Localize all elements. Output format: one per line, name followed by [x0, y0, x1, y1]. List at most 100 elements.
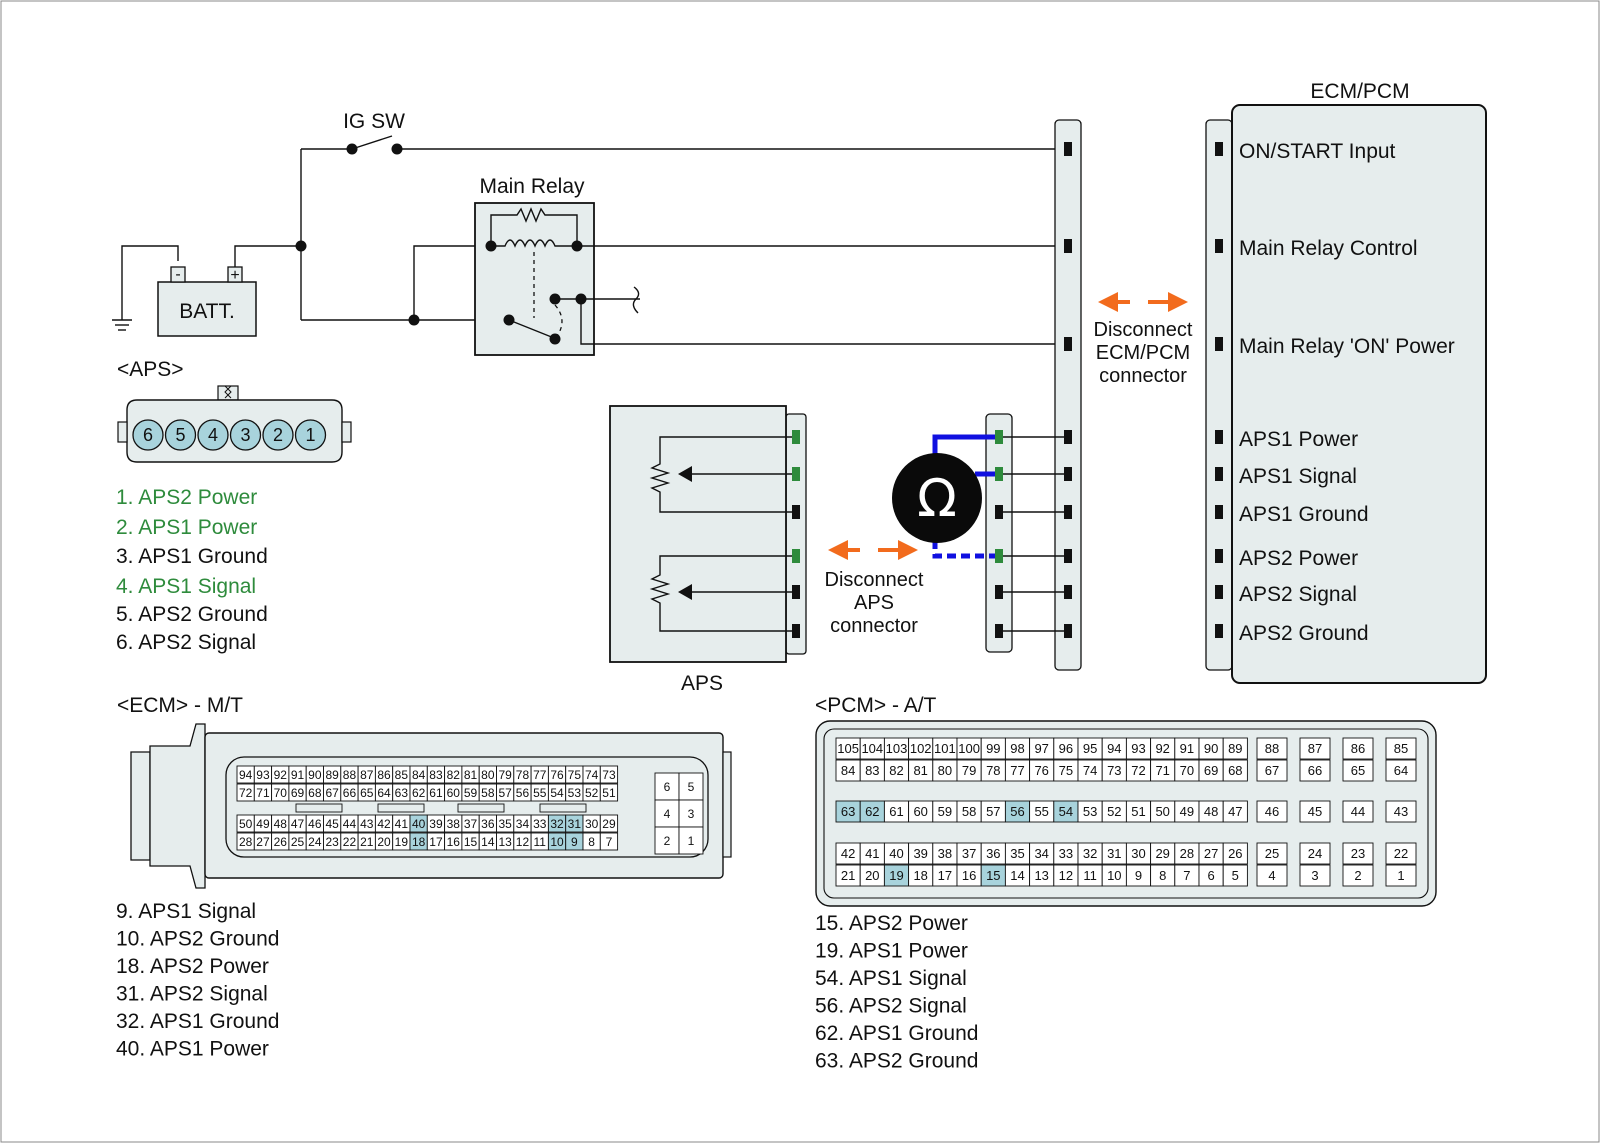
pin-cell — [1222, 737, 1248, 760]
ecm-terminal-label: APS1 Power — [1239, 428, 1358, 451]
pin-number: 49 — [1180, 804, 1194, 819]
pin-cell — [678, 772, 704, 801]
aps-face-pin — [197, 419, 229, 451]
aps-face-pin — [132, 419, 164, 451]
disconnect-aps: Disconnect APS connector — [825, 540, 924, 637]
ohm-symbol: Ω — [917, 469, 957, 529]
pin-cell — [1222, 842, 1248, 865]
pin-number: 82 — [447, 768, 461, 782]
pin-number: 62 — [412, 786, 426, 800]
pin-number: 89 — [1228, 741, 1242, 756]
pin-number: 18 — [913, 868, 927, 883]
pin-number: 16 — [447, 835, 461, 849]
pin-cell — [1256, 800, 1288, 823]
aps-face-pin-number: 1 — [305, 425, 315, 445]
pin-number: 20 — [865, 868, 879, 883]
key-slot — [539, 803, 587, 813]
disconnect-ecm: Disconnect ECM/PCM connector — [1094, 292, 1193, 387]
pin-number: 60 — [447, 786, 461, 800]
ig-switch-label: IG SW — [343, 110, 405, 133]
pin-number: 46 — [308, 817, 322, 831]
pin-cell — [1299, 737, 1331, 760]
aps-face-pin-number: 5 — [175, 425, 185, 445]
pin-number: 17 — [429, 835, 443, 849]
ground-icon — [112, 319, 132, 331]
pin-cell — [1342, 737, 1374, 760]
disconnect-ecm-line3: connector — [1099, 365, 1187, 387]
pin-number: 52 — [1107, 804, 1121, 819]
pin-number: 74 — [585, 768, 599, 782]
pin-number: 28 — [239, 835, 253, 849]
pin-number: 21 — [360, 835, 374, 849]
aps-connector-title: <APS> — [117, 358, 184, 381]
pin-number: 60 — [913, 804, 927, 819]
aps-sensor-label: APS — [681, 672, 723, 695]
pin-number: 1 — [688, 834, 695, 848]
pin-number: 46 — [1265, 804, 1279, 819]
pin-number: 12 — [516, 835, 530, 849]
pin-cell — [1385, 737, 1417, 760]
pin-number: 72 — [239, 786, 253, 800]
pin-cell — [1256, 759, 1288, 782]
pin-number: 66 — [343, 786, 357, 800]
pin-number: 36 — [986, 846, 1000, 861]
pin-number: 9 — [571, 835, 578, 849]
aps-sensor: APS — [609, 405, 792, 695]
pin-number: 29 — [602, 817, 616, 831]
pin-number: 90 — [1204, 741, 1218, 756]
pin-cell — [1385, 842, 1417, 865]
aps-legend-item: 4. APS1 Signal — [116, 575, 256, 598]
pin-number: 7 — [1183, 868, 1190, 883]
pin-number: 40 — [412, 817, 426, 831]
pin-number: 73 — [1107, 763, 1121, 778]
pin-number: 78 — [986, 763, 1000, 778]
aps-face-pin-number: 2 — [273, 425, 283, 445]
pin-number: 42 — [377, 817, 391, 831]
ecm-mt-title: <ECM> - M/T — [117, 694, 243, 717]
pin-number: 39 — [429, 817, 443, 831]
pin-number: 102 — [910, 741, 932, 756]
pin-number: 75 — [568, 768, 582, 782]
pin-cell — [1342, 842, 1374, 865]
sensor-wires — [1003, 436, 1064, 632]
disconnect-aps-line2: APS — [854, 592, 894, 614]
aps-face-pin-number: 4 — [208, 425, 218, 445]
pin-number: 11 — [534, 835, 547, 849]
pin-number: 12 — [1059, 868, 1073, 883]
pin-number: 91 — [291, 768, 305, 782]
pcm-legend-item: 15. APS2 Power — [815, 912, 968, 935]
ecm-legend-item: 31. APS2 Signal — [116, 983, 268, 1006]
pin-number: 94 — [1107, 741, 1121, 756]
pin-number: 44 — [1351, 804, 1365, 819]
pin-cell — [1342, 800, 1374, 823]
pin-number: 83 — [429, 768, 443, 782]
pin-number: 50 — [1155, 804, 1169, 819]
disconnect-ecm-line1: Disconnect — [1094, 319, 1193, 341]
ecm-terminal-label: APS2 Ground — [1239, 622, 1369, 645]
pin-number: 81 — [464, 768, 478, 782]
pin-number: 13 — [1034, 868, 1048, 883]
pin-number: 74 — [1083, 763, 1097, 778]
aps-side-pins — [792, 430, 800, 638]
pin-number: 54 — [1059, 804, 1073, 819]
pin-number: 59 — [938, 804, 952, 819]
pin-number: 14 — [1010, 868, 1024, 883]
pin-number: 28 — [1180, 846, 1194, 861]
pin-number: 19 — [889, 868, 903, 883]
battery-minus: - — [175, 266, 180, 283]
pin-number: 7 — [606, 835, 613, 849]
ecm-terminal-label: APS2 Power — [1239, 547, 1358, 570]
pin-cell — [1222, 864, 1248, 887]
pin-number: 65 — [360, 786, 374, 800]
pin-number: 47 — [291, 817, 305, 831]
pin-cell — [1299, 759, 1331, 782]
pcm-legend-item: 54. APS1 Signal — [815, 967, 967, 990]
main-relay-label: Main Relay — [479, 175, 585, 198]
aps-legend-item: 1. APS2 Power — [116, 486, 257, 509]
ecm-terminal-label: Main Relay Control — [1239, 237, 1418, 260]
pin-number: 61 — [429, 786, 443, 800]
pin-number: 53 — [1083, 804, 1097, 819]
